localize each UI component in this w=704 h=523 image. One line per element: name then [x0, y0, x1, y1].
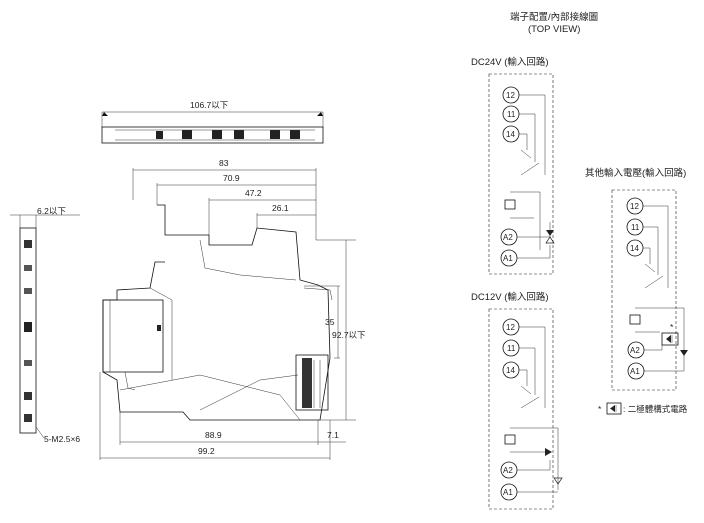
other-terminal-12: 12	[630, 202, 639, 211]
terminal-subtitle: (TOP VIEW)	[528, 24, 580, 35]
dc24v-terminal-12: 12	[506, 91, 515, 100]
dim-width: 6.2以下	[37, 206, 66, 216]
legend-text: : 二極體構式電路	[623, 404, 688, 414]
other-voltage-diagram: 其他輸入電壓(輸入回路) 12 11 14 * A2 A1	[585, 167, 688, 391]
main-side-view: 83 70.9 47.2 26.1 35 92	[99, 158, 366, 460]
dim-47-2: 47.2	[245, 188, 262, 198]
dc24v-terminal-14: 14	[506, 130, 515, 139]
terminal-title: 端子配置/內部接線圖	[510, 11, 598, 23]
dim-26-1: 26.1	[272, 203, 289, 213]
dc12v-terminal-a1: A1	[503, 488, 513, 497]
other-terminal-a1: A1	[630, 367, 640, 376]
screw-label: 5-M2.5×6	[44, 434, 80, 444]
dim-7-1: 7.1	[327, 430, 339, 440]
dc12v-title: DC12V (輸入回路)	[471, 291, 549, 303]
dc24v-terminal-a1: A1	[503, 254, 513, 263]
dim-92-7: 92.7以下	[332, 330, 366, 340]
dim-83: 83	[219, 158, 229, 168]
dc24v-diagram: DC24V (輸入回路) 12 11 14 A2 A1	[471, 56, 555, 275]
dc12v-terminal-14: 14	[506, 366, 515, 375]
dc12v-terminal-12: 12	[506, 323, 515, 332]
other-terminal-11: 11	[631, 223, 640, 232]
dim-top-length: 106.7以下	[190, 100, 229, 110]
dc24v-terminal-a2: A2	[503, 233, 513, 242]
dc12v-terminal-11: 11	[507, 344, 516, 353]
other-terminal-a2: A2	[630, 346, 640, 355]
dc12v-diagram: DC12V (輸入回路) 12 11 14 A2 A1	[471, 291, 563, 510]
other-title: 其他輸入電壓(輸入回路)	[585, 167, 686, 179]
legend-star: *	[598, 404, 602, 414]
narrow-side-view: 6.2以下 5-M2.5×6	[10, 206, 80, 444]
dim-99-2: 99.2	[198, 446, 215, 456]
dc24v-terminal-11: 11	[507, 110, 516, 119]
dc24v-title: DC24V (輸入回路)	[471, 56, 549, 68]
other-terminal-14: 14	[630, 244, 639, 253]
other-star: *	[670, 322, 674, 332]
top-view: 106.7以下	[101, 100, 324, 144]
dc12v-terminal-a2: A2	[503, 466, 513, 475]
legend: * : 二極體構式電路	[598, 402, 688, 415]
dim-70-9: 70.9	[223, 173, 240, 183]
dim-35: 35	[325, 317, 335, 327]
dim-88-9: 88.9	[205, 430, 222, 440]
